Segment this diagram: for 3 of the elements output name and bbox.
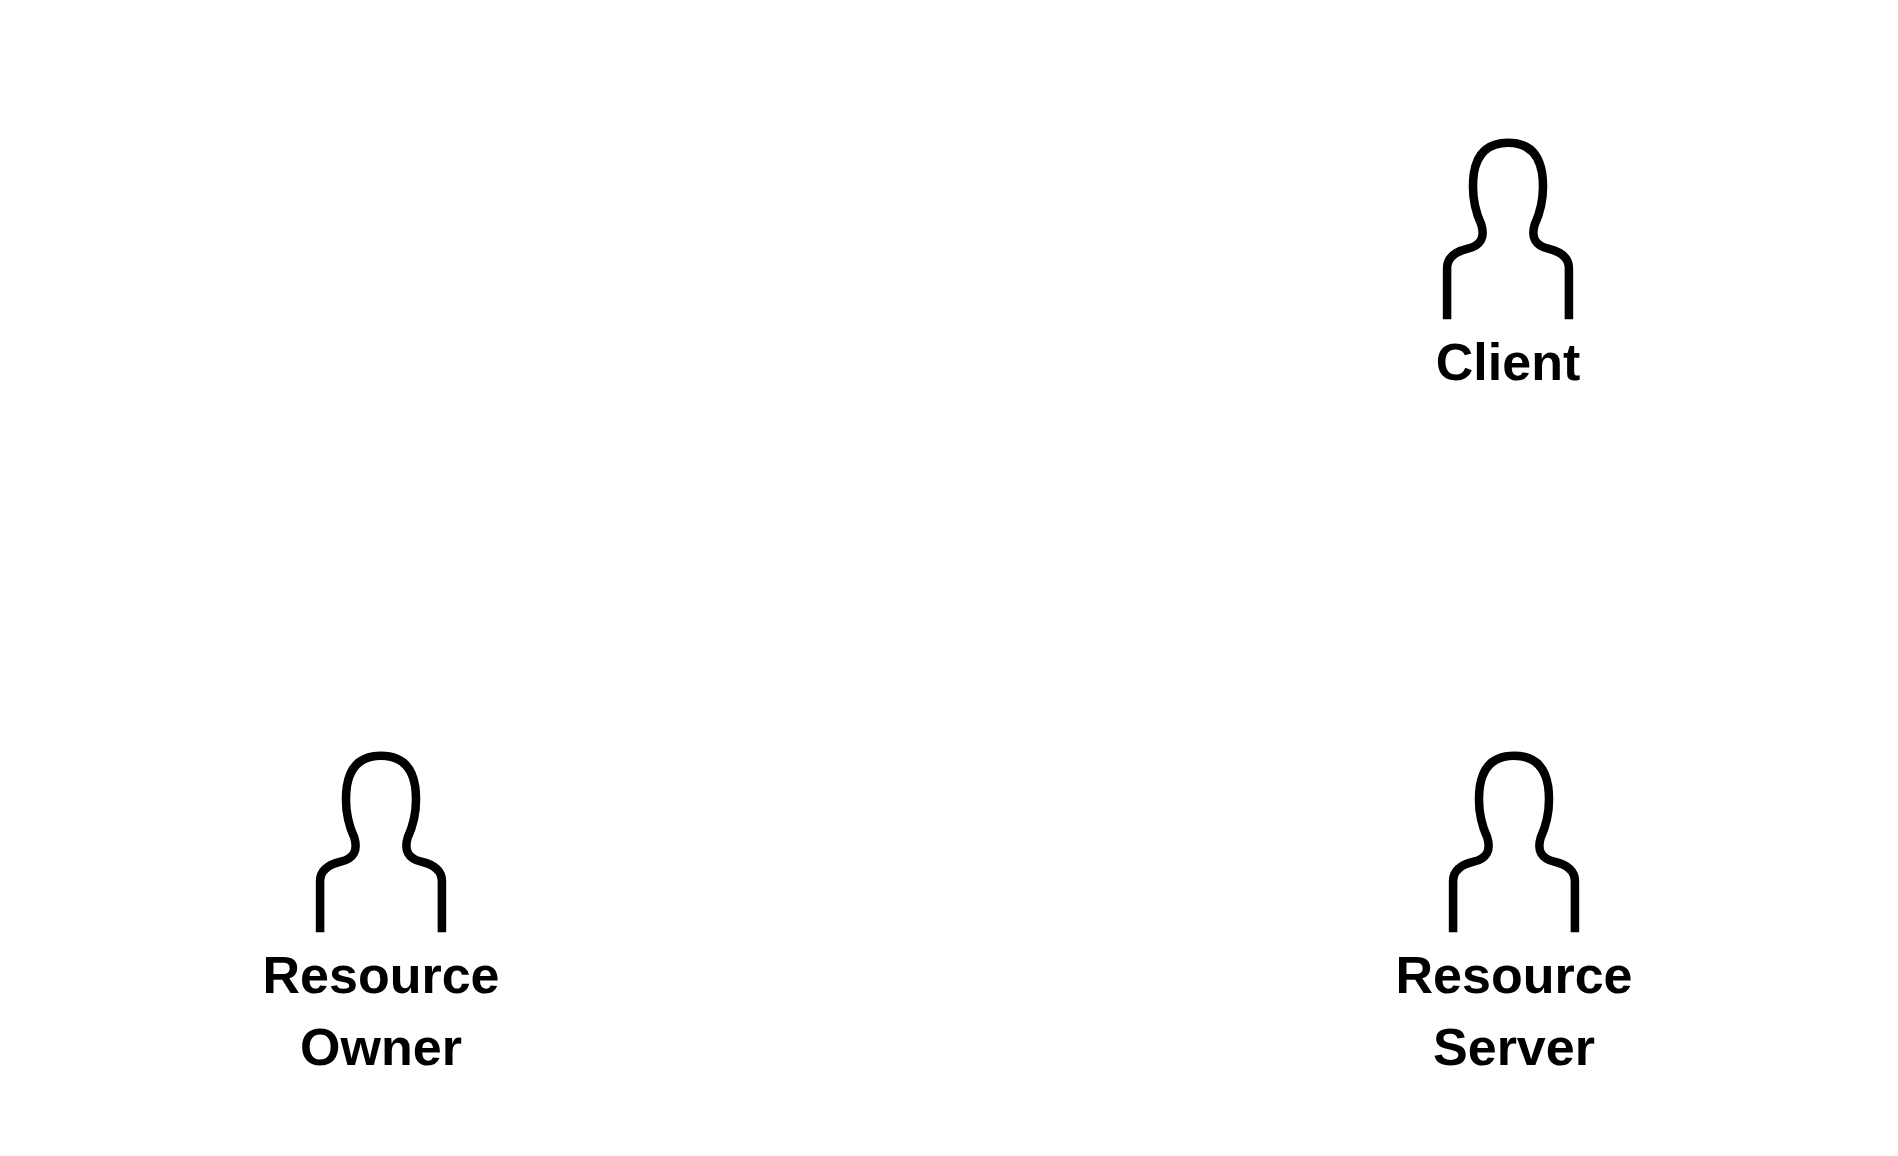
node-label: Resource Owner	[261, 945, 501, 1078]
node-label: Resource Server	[1394, 945, 1634, 1078]
node-label: Client	[1434, 332, 1582, 393]
